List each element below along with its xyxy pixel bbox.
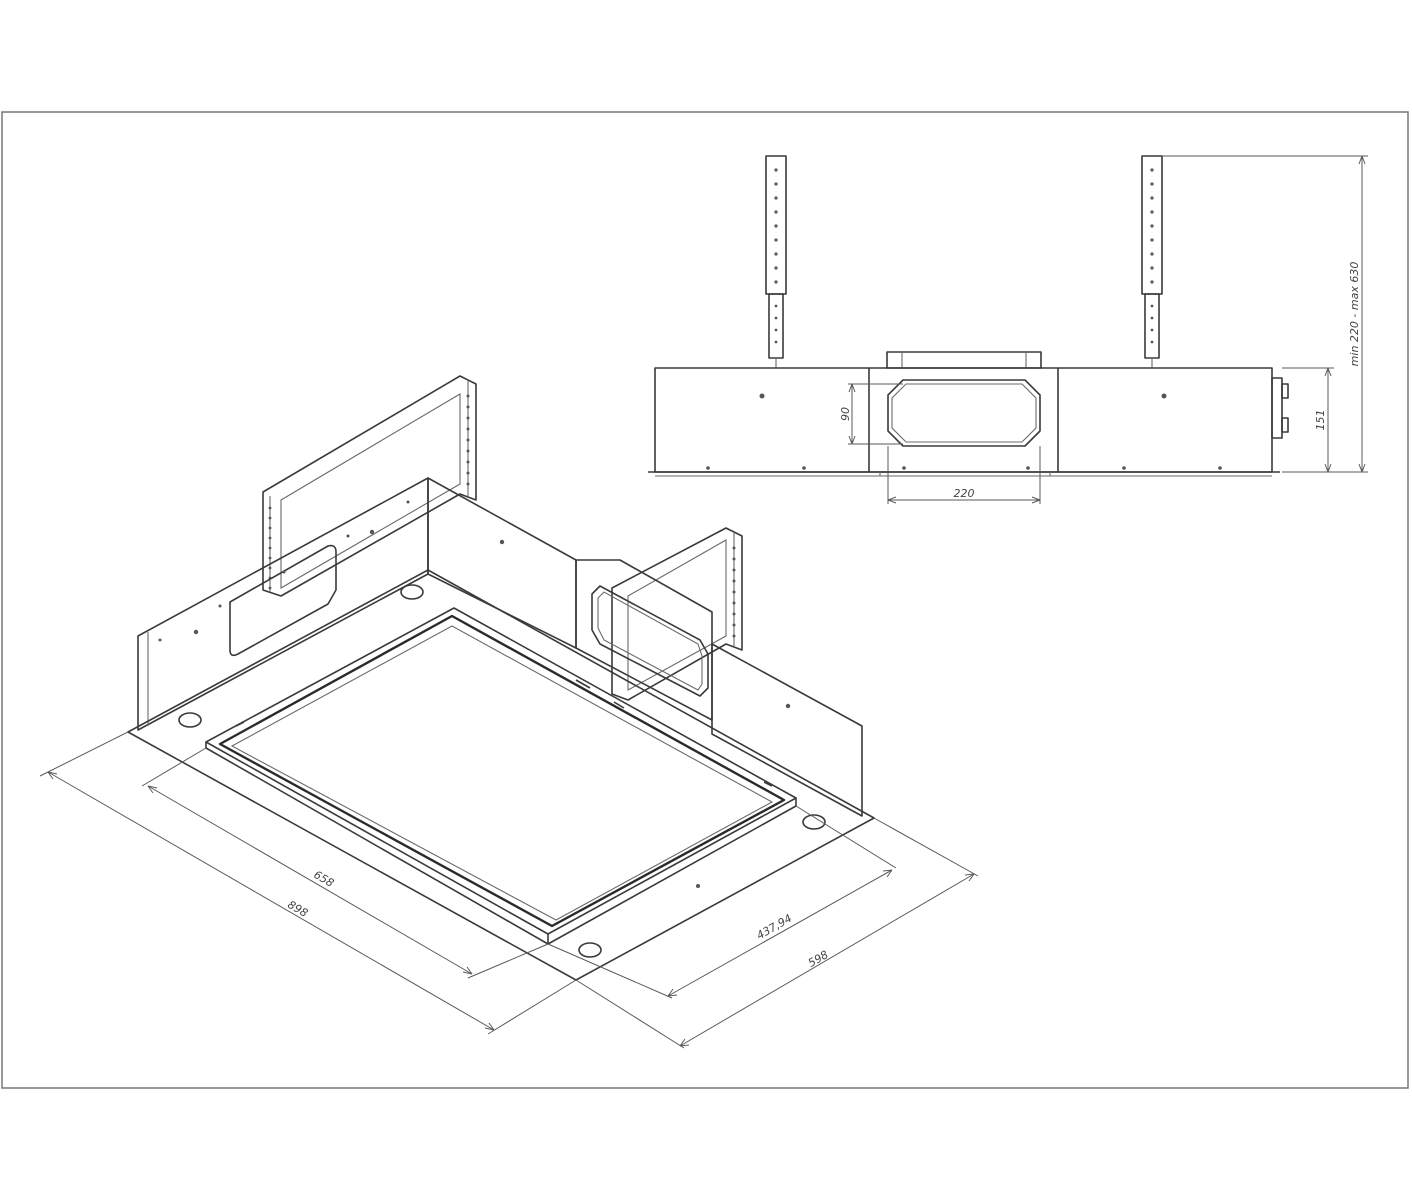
hole	[732, 590, 736, 594]
light-port	[578, 942, 602, 958]
hole	[466, 438, 470, 442]
hole	[268, 526, 272, 530]
dim-inner-depth-label: 437,94	[754, 912, 794, 943]
hole	[774, 280, 778, 284]
dim-inner-width-label: 658	[311, 868, 336, 890]
hole	[268, 506, 272, 510]
hole	[774, 224, 778, 228]
light-port	[178, 712, 202, 728]
hole	[732, 546, 736, 550]
hole	[1150, 238, 1154, 242]
hole	[774, 252, 778, 256]
hood-side-wall-left	[137, 477, 429, 731]
hole	[732, 623, 736, 627]
hole	[774, 316, 778, 320]
hole	[774, 328, 778, 332]
dim-body-height: 151	[1282, 367, 1334, 473]
mounting-frame-right	[611, 527, 743, 701]
mounting-frame-back	[262, 375, 477, 597]
hole	[268, 556, 272, 560]
hole	[902, 466, 906, 470]
hole	[732, 579, 736, 583]
hole	[268, 546, 272, 550]
hole	[268, 536, 272, 540]
hole	[268, 566, 272, 570]
light-port	[400, 584, 424, 600]
hole	[466, 394, 470, 398]
hole	[1122, 466, 1126, 470]
isometric-view: 898 658 437,94 598	[39, 375, 979, 1049]
hole	[282, 570, 286, 574]
light-port	[802, 814, 826, 830]
hood-side-wall-right	[711, 643, 863, 817]
hole	[1150, 168, 1154, 172]
hole	[1026, 466, 1030, 470]
suspension-rod-right	[1141, 155, 1163, 368]
dim-body-height-label: 151	[1314, 410, 1327, 431]
hole	[466, 405, 470, 409]
dim-suspension-range: min 220 - max 630	[1162, 155, 1368, 473]
hole	[774, 238, 778, 242]
hole	[732, 557, 736, 561]
hole	[774, 210, 778, 214]
hole	[466, 416, 470, 420]
dim-duct-width-label: 220	[954, 487, 975, 500]
hole	[1150, 280, 1154, 284]
dim-outer-depth-label: 598	[806, 948, 831, 970]
hole	[466, 482, 470, 486]
hole	[774, 304, 778, 308]
hole	[268, 516, 272, 520]
hole	[1150, 182, 1154, 186]
hole	[466, 471, 470, 475]
dim-duct-width: 220	[887, 446, 1041, 504]
hole	[774, 266, 778, 270]
filter-panel-inner	[218, 614, 786, 928]
front-elevation-view: 220 90 151 min 220 - max 630	[648, 155, 1368, 504]
hole	[1150, 304, 1154, 308]
hole	[1150, 340, 1154, 344]
hole	[802, 466, 806, 470]
hole	[218, 604, 222, 608]
hole	[466, 460, 470, 464]
dim-duct-height: 90	[839, 383, 903, 445]
hole	[1218, 466, 1222, 470]
hole	[1150, 316, 1154, 320]
hole	[1150, 266, 1154, 270]
hole	[774, 196, 778, 200]
dim-duct-height-label: 90	[839, 407, 852, 421]
hole	[732, 568, 736, 572]
dim-outer-width: 898	[39, 731, 577, 1035]
dim-outer-depth: 598	[575, 817, 979, 1049]
suspension-rod-left	[765, 155, 787, 368]
hole	[774, 340, 778, 344]
dim-suspension-range-label: min 220 - max 630	[1348, 262, 1361, 367]
sheet-frame	[1, 111, 1409, 1089]
side-outlet-left	[229, 544, 337, 657]
hole	[732, 601, 736, 605]
duct-outlet	[887, 379, 1041, 447]
hole	[158, 638, 162, 642]
hole	[1150, 328, 1154, 332]
hole	[466, 427, 470, 431]
hole	[774, 182, 778, 186]
hole	[1150, 210, 1154, 214]
hole	[706, 466, 710, 470]
hole	[774, 168, 778, 172]
hole	[1150, 252, 1154, 256]
hole	[1150, 196, 1154, 200]
hole	[346, 534, 350, 538]
hole	[268, 586, 272, 590]
hole	[406, 500, 410, 504]
hole	[732, 634, 736, 638]
hole	[466, 449, 470, 453]
hood-bottom-plate	[127, 569, 875, 981]
hole	[1150, 224, 1154, 228]
hole	[732, 612, 736, 616]
side-outlet-right	[591, 585, 709, 697]
